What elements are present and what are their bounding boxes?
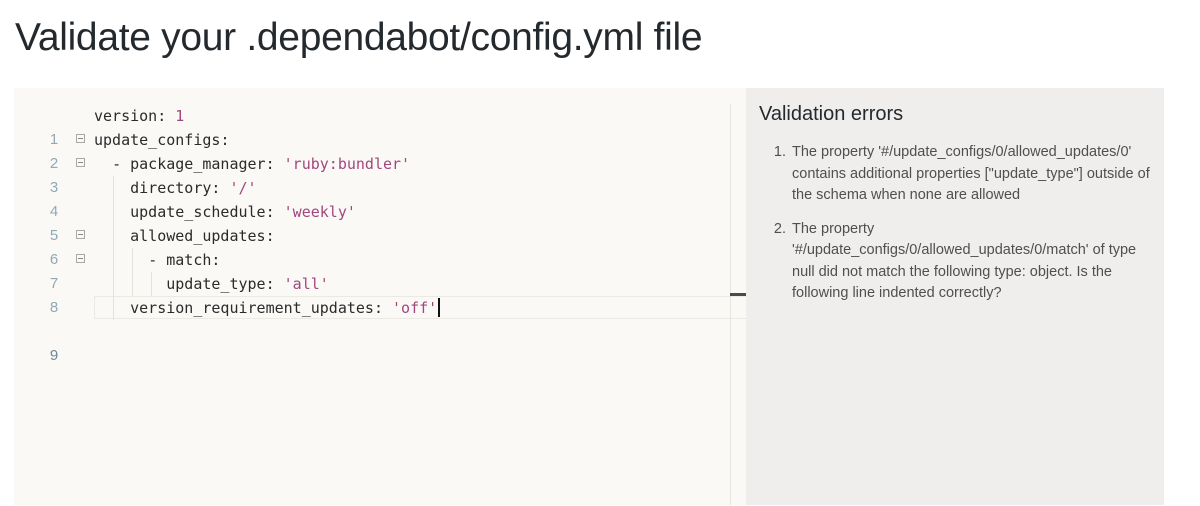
text-cursor (438, 298, 441, 317)
yaml-key: allowed_updates (130, 227, 266, 245)
validation-errors-list: The property '#/update_configs/0/allowed… (759, 142, 1150, 305)
fold-collapse-icon[interactable] (76, 134, 85, 143)
yaml-key: version_requirement_updates (130, 299, 374, 317)
line-number: 8 (49, 299, 59, 316)
yaml-editor[interactable]: 1 version: 1 2 update_configs: 3 - packa… (14, 88, 746, 505)
line-number: 3 (49, 179, 59, 196)
line-code: directory: '/' (94, 176, 257, 200)
line-code: - match: (94, 248, 220, 272)
print-margin-ruler (730, 104, 731, 505)
yaml-value: '/' (229, 179, 257, 197)
config-validator: 1 version: 1 2 update_configs: 3 - packa… (14, 88, 1164, 505)
list-dash: - (112, 155, 131, 173)
yaml-key: version (94, 107, 158, 125)
yaml-separator: : (157, 107, 176, 125)
line-number: 5 (49, 227, 59, 244)
yaml-separator: : (220, 131, 230, 149)
page-title: Validate your .dependabot/config.yml fil… (15, 16, 703, 59)
indent-guide (113, 248, 114, 272)
indent-guide (151, 272, 152, 296)
fold-collapse-icon[interactable] (76, 254, 85, 263)
yaml-key: package_manager (130, 155, 266, 173)
yaml-separator: : (211, 179, 230, 197)
indent-guide (113, 296, 114, 320)
line-code: update_configs: (94, 128, 229, 152)
yaml-value: 'all' (283, 275, 329, 293)
yaml-value: 'ruby:bundler' (283, 155, 411, 173)
yaml-key: update_configs (94, 131, 221, 149)
yaml-separator: : (265, 227, 275, 245)
editor-line-active[interactable]: 9 version_requirement_updates: 'off' (14, 296, 746, 364)
indent-guide (132, 248, 133, 272)
scrollbar-cursor-marker[interactable] (730, 293, 746, 296)
editor-line[interactable]: 8 update_type: 'all' (14, 272, 746, 316)
active-line-highlight (94, 296, 746, 319)
indent-guide (132, 272, 133, 296)
indent-guide (113, 176, 114, 200)
line-code: allowed_updates: (94, 224, 275, 248)
yaml-key: update_schedule (130, 203, 266, 221)
yaml-separator: : (265, 155, 284, 173)
yaml-value: 'off' (392, 299, 438, 317)
editor-line[interactable]: 2 update_configs: (14, 128, 746, 172)
editor-line[interactable]: 4 directory: '/' (14, 176, 746, 220)
line-number: 6 (49, 251, 59, 268)
indent-guide (113, 224, 114, 248)
editor-line[interactable]: 1 version: 1 (14, 104, 746, 148)
editor-line[interactable]: 6 allowed_updates: (14, 224, 746, 268)
validation-error-item: The property '#/update_configs/0/allowed… (790, 219, 1150, 305)
yaml-separator: : (373, 299, 393, 317)
list-dash: - (148, 251, 167, 269)
validation-errors-panel: Validation errors The property '#/update… (746, 88, 1164, 505)
line-code: version: 1 (94, 104, 184, 128)
line-number: 9 (49, 347, 59, 364)
line-number: 7 (49, 275, 59, 292)
yaml-value: 1 (175, 107, 185, 125)
yaml-key: directory (130, 179, 212, 197)
yaml-value: 'weekly' (283, 203, 356, 221)
line-number: 4 (49, 203, 59, 220)
indent-guide (113, 200, 114, 224)
yaml-key: match (166, 251, 212, 269)
validation-errors-title: Validation errors (759, 103, 904, 125)
validation-error-item: The property '#/update_configs/0/allowed… (790, 142, 1150, 207)
line-code: version_requirement_updates: 'off' (94, 296, 441, 320)
line-number: 2 (49, 155, 59, 172)
indent-guide (113, 272, 114, 296)
editor-lines: 1 version: 1 2 update_configs: 3 - packa… (14, 104, 746, 364)
yaml-separator: : (211, 251, 221, 269)
yaml-separator: : (265, 275, 284, 293)
fold-collapse-icon[interactable] (76, 230, 85, 239)
line-number: 1 (49, 131, 59, 148)
line-code: update_schedule: 'weekly' (94, 200, 356, 224)
yaml-separator: : (265, 203, 284, 221)
line-code: update_type: 'all' (94, 272, 329, 296)
yaml-key: update_type (166, 275, 266, 293)
editor-line[interactable]: 3 - package_manager: 'ruby:bundler' (14, 152, 746, 196)
editor-line[interactable]: 5 update_schedule: 'weekly' (14, 200, 746, 244)
line-code: - package_manager: 'ruby:bundler' (94, 152, 410, 176)
fold-collapse-icon[interactable] (76, 158, 85, 167)
editor-line[interactable]: 7 - match: (14, 248, 746, 292)
